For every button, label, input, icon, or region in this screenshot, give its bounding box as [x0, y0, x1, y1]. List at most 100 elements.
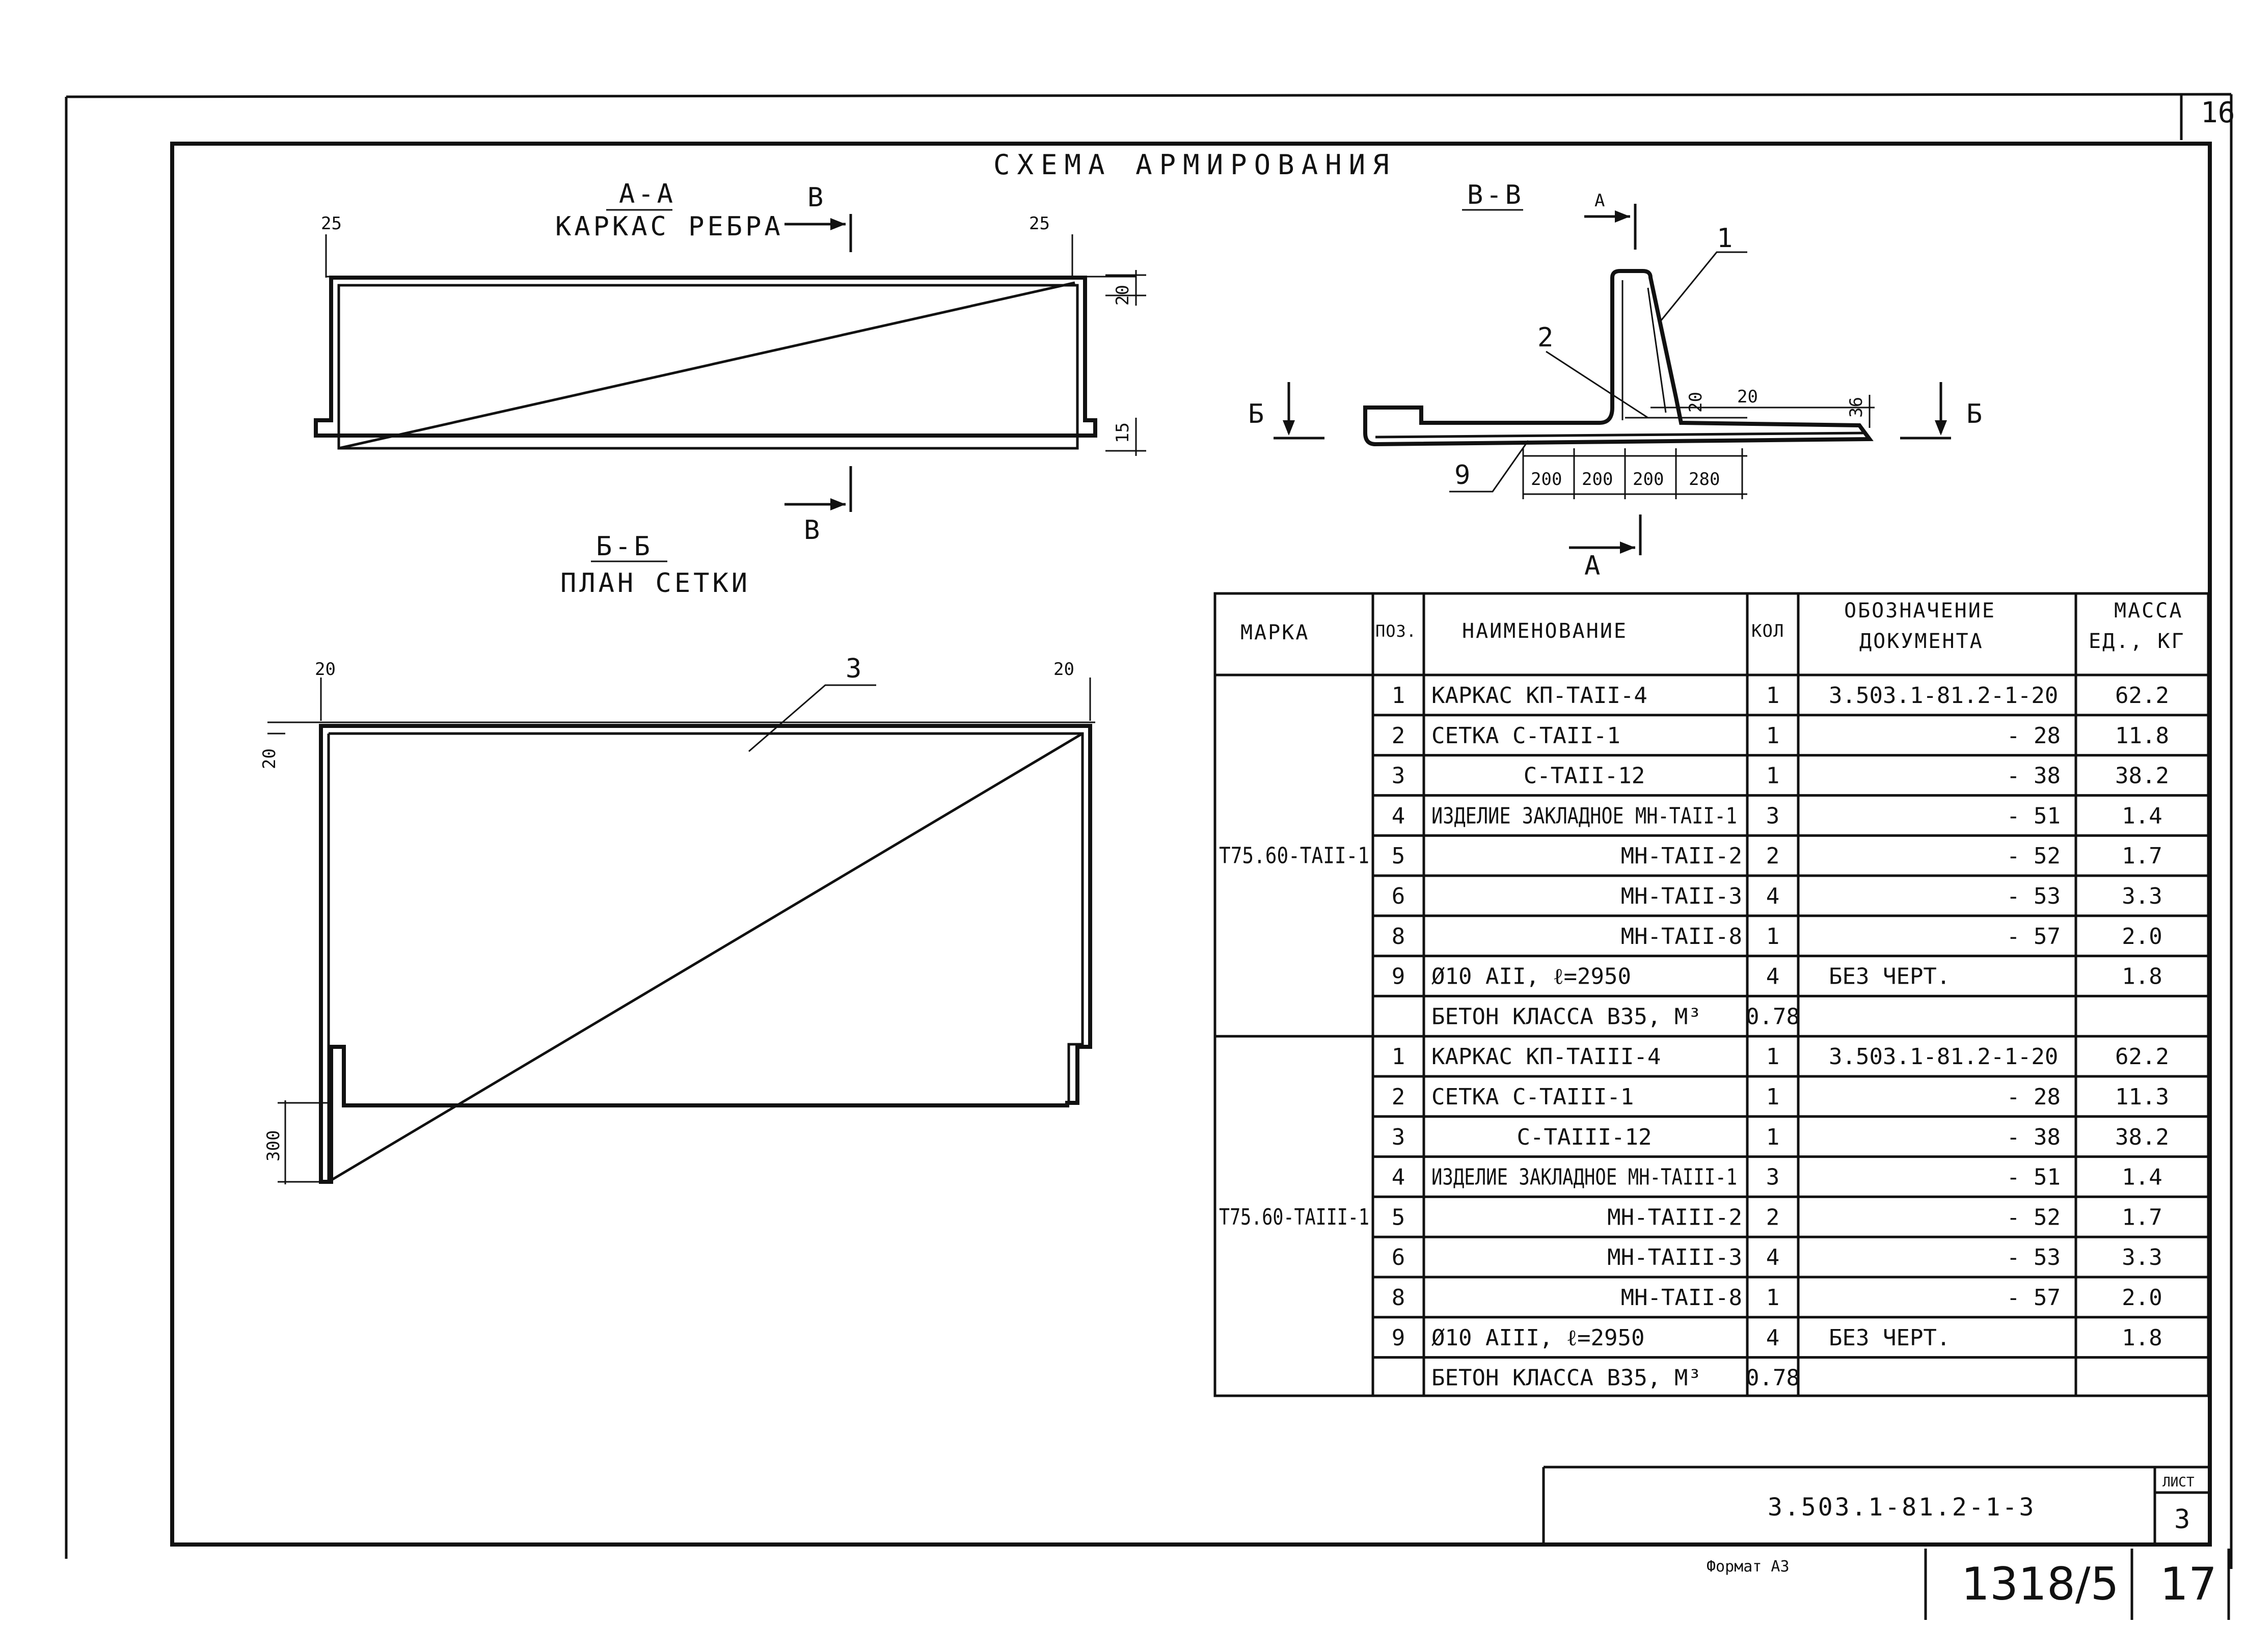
cell-name: СЕТКА С-ТАIII-1 — [1431, 1084, 1634, 1110]
title-block: 3.503.1-81.2-1-3 ЛИСТ 3 Формат А3 1318/5… — [1542, 1466, 2230, 1620]
cell-pos: 1 — [1392, 1044, 1405, 1070]
sheet-frames: 16 — [65, 93, 2235, 1569]
cell-name: БЕТОН КЛАССА В35, М³ — [1431, 1004, 1701, 1030]
cell-doc: - 38 — [2007, 763, 2061, 789]
cell-qty: 1 — [1766, 1084, 1780, 1110]
cell-doc: - 57 — [2007, 1285, 2061, 1311]
cell-mass: 2.0 — [2122, 924, 2162, 950]
cell-mass: 2.0 — [2122, 1285, 2162, 1311]
callout-2: 2 — [1537, 322, 1556, 353]
format-note: Формат А3 — [1707, 1558, 1790, 1576]
cell-mass: 1.8 — [2122, 964, 2162, 990]
cell-name: КАРКАС КП-ТАIII-4 — [1431, 1044, 1661, 1070]
cell-pos: 5 — [1392, 843, 1405, 869]
cell-pos: 6 — [1392, 883, 1405, 909]
cell-qty: 2 — [1766, 1204, 1780, 1230]
page-number: 17 — [2160, 1558, 2217, 1610]
cell-doc: 3.503.1-81.2-1-20 — [1829, 683, 2058, 709]
cut-a-top: А — [1594, 191, 1605, 211]
cell-pos: 8 — [1392, 924, 1405, 950]
sheet-label: ЛИСТ — [2162, 1475, 2195, 1490]
cell-name: Ø10 АII, ℓ=2950 — [1431, 964, 1631, 990]
cell-name: ИЗДЕЛИЕ ЗАКЛАДНОЕ МН-ТАIII-1 — [1431, 1164, 1737, 1190]
cell-pos: 1 — [1392, 683, 1405, 709]
cell-name: С-ТАIII-12 — [1517, 1124, 1652, 1150]
cell-mass: 1.8 — [2122, 1325, 2162, 1351]
cell-qty: 1 — [1766, 763, 1780, 789]
cut-b-left: Б — [1248, 399, 1267, 429]
cell-qty: 4 — [1766, 1325, 1780, 1351]
cell-doc: - 28 — [2007, 1084, 2061, 1110]
cell-mass: 3.3 — [2122, 883, 2162, 909]
cell-mass: 38.2 — [2115, 763, 2169, 789]
cell-mass: 1.7 — [2122, 1204, 2162, 1230]
cell-name: МН-ТАII-8 — [1621, 924, 1742, 950]
cell-qty: 4 — [1766, 964, 1780, 990]
hdr-qty: КОЛ — [1751, 621, 1784, 641]
cell-pos: 6 — [1392, 1244, 1405, 1270]
section-bb-label: Б-Б — [596, 531, 653, 562]
cell-qty: 2 — [1766, 843, 1780, 869]
section-aa-caption: КАРКАС РЕБРА — [555, 211, 783, 242]
cut-marker-v-top: В — [807, 182, 826, 213]
cell-qty: 0.78 — [1746, 1004, 1800, 1030]
cell-marka: Т75.60-ТАII-1 — [1219, 843, 1369, 869]
section-aa-dim-right: 25 — [1029, 213, 1050, 234]
cell-doc: БЕЗ ЧЕРТ. — [1829, 1325, 1950, 1351]
cell-pos: 4 — [1392, 1164, 1405, 1190]
cell-mass: 1.4 — [2122, 1164, 2162, 1190]
cell-mass: 62.2 — [2115, 1044, 2169, 1070]
cell-name: МН-ТАIII-2 — [1607, 1204, 1742, 1230]
doc-code: 3.503.1-81.2-1-3 — [1768, 1493, 2036, 1522]
cell-name: МН-ТАIII-3 — [1607, 1244, 1742, 1270]
hdr-doc-2: ДОКУМЕНТА — [1859, 630, 1984, 653]
cell-pos: 5 — [1392, 1204, 1405, 1230]
cell-doc: - 52 — [2007, 1204, 2061, 1230]
section-bb-caption: ПЛАН СЕТКИ — [560, 568, 750, 599]
hdr-name: НАИМЕНОВАНИЕ — [1462, 619, 1628, 643]
cell-qty: 1 — [1766, 924, 1780, 950]
archive-number: 1318/5 — [1961, 1558, 2119, 1610]
cell-doc: - 28 — [2007, 723, 2061, 749]
specification-table: МАРКА ПОЗ. НАИМЕНОВАНИЕ КОЛ ОБОЗНАЧЕНИЕ … — [1213, 592, 2210, 1397]
cell-mass: 1.7 — [2122, 843, 2162, 869]
cell-qty: 1 — [1766, 683, 1780, 709]
cell-name: Ø10 АIII, ℓ=2950 — [1431, 1325, 1644, 1351]
cell-qty: 1 — [1766, 1124, 1780, 1150]
hdr-pos: ПОЗ. — [1375, 621, 1417, 641]
dim-vv-a: 20 — [1686, 392, 1706, 413]
cell-mass: 62.2 — [2115, 683, 2169, 709]
cell-doc: 3.503.1-81.2-1-20 — [1829, 1044, 2058, 1070]
section-aa-label: А-А — [619, 179, 676, 209]
section-aa-dim-left: 25 — [321, 213, 342, 234]
callout-1: 1 — [1717, 223, 1736, 254]
cell-qty: 4 — [1766, 1244, 1780, 1270]
cell-name: МН-ТАII-3 — [1621, 883, 1742, 909]
cell-doc: - 51 — [2007, 803, 2061, 829]
section-aa: А-А КАРКАС РЕБРА 25 25 20 15 В В — [314, 179, 1146, 546]
spacing-3: 200 — [1633, 469, 1664, 490]
cell-pos: 8 — [1392, 1285, 1405, 1311]
cell-pos: 2 — [1392, 1084, 1405, 1110]
cell-pos: 9 — [1392, 964, 1405, 990]
cell-mass: 3.3 — [2122, 1244, 2162, 1270]
inner-frame — [170, 142, 2212, 1547]
section-bb-plan: Б-Б ПЛАН СЕТКИ 20 20 20 300 3 — [259, 531, 1095, 1184]
hdr-mass-2: ЕД., КГ — [2089, 630, 2185, 653]
cell-marka: Т75.60-ТАIII-1 — [1219, 1204, 1369, 1230]
sheet-number: 3 — [2174, 1504, 2193, 1535]
cell-doc: - 53 — [2007, 1244, 2061, 1270]
spacing-1: 200 — [1531, 469, 1562, 490]
cell-name: ИЗДЕЛИЕ ЗАКЛАДНОЕ МН-ТАII-1 — [1431, 803, 1737, 829]
cell-pos: 3 — [1392, 1124, 1405, 1150]
cell-doc: - 52 — [2007, 843, 2061, 869]
hdr-doc-1: ОБОЗНАЧЕНИЕ — [1844, 599, 1996, 622]
cell-doc: - 51 — [2007, 1164, 2061, 1190]
cell-mass: 38.2 — [2115, 1124, 2169, 1150]
cell-name: СЕТКА С-ТАII-1 — [1431, 723, 1620, 749]
cell-qty: 3 — [1766, 1164, 1780, 1190]
spacing-4: 280 — [1689, 469, 1720, 490]
cell-mass: 11.3 — [2115, 1084, 2169, 1110]
